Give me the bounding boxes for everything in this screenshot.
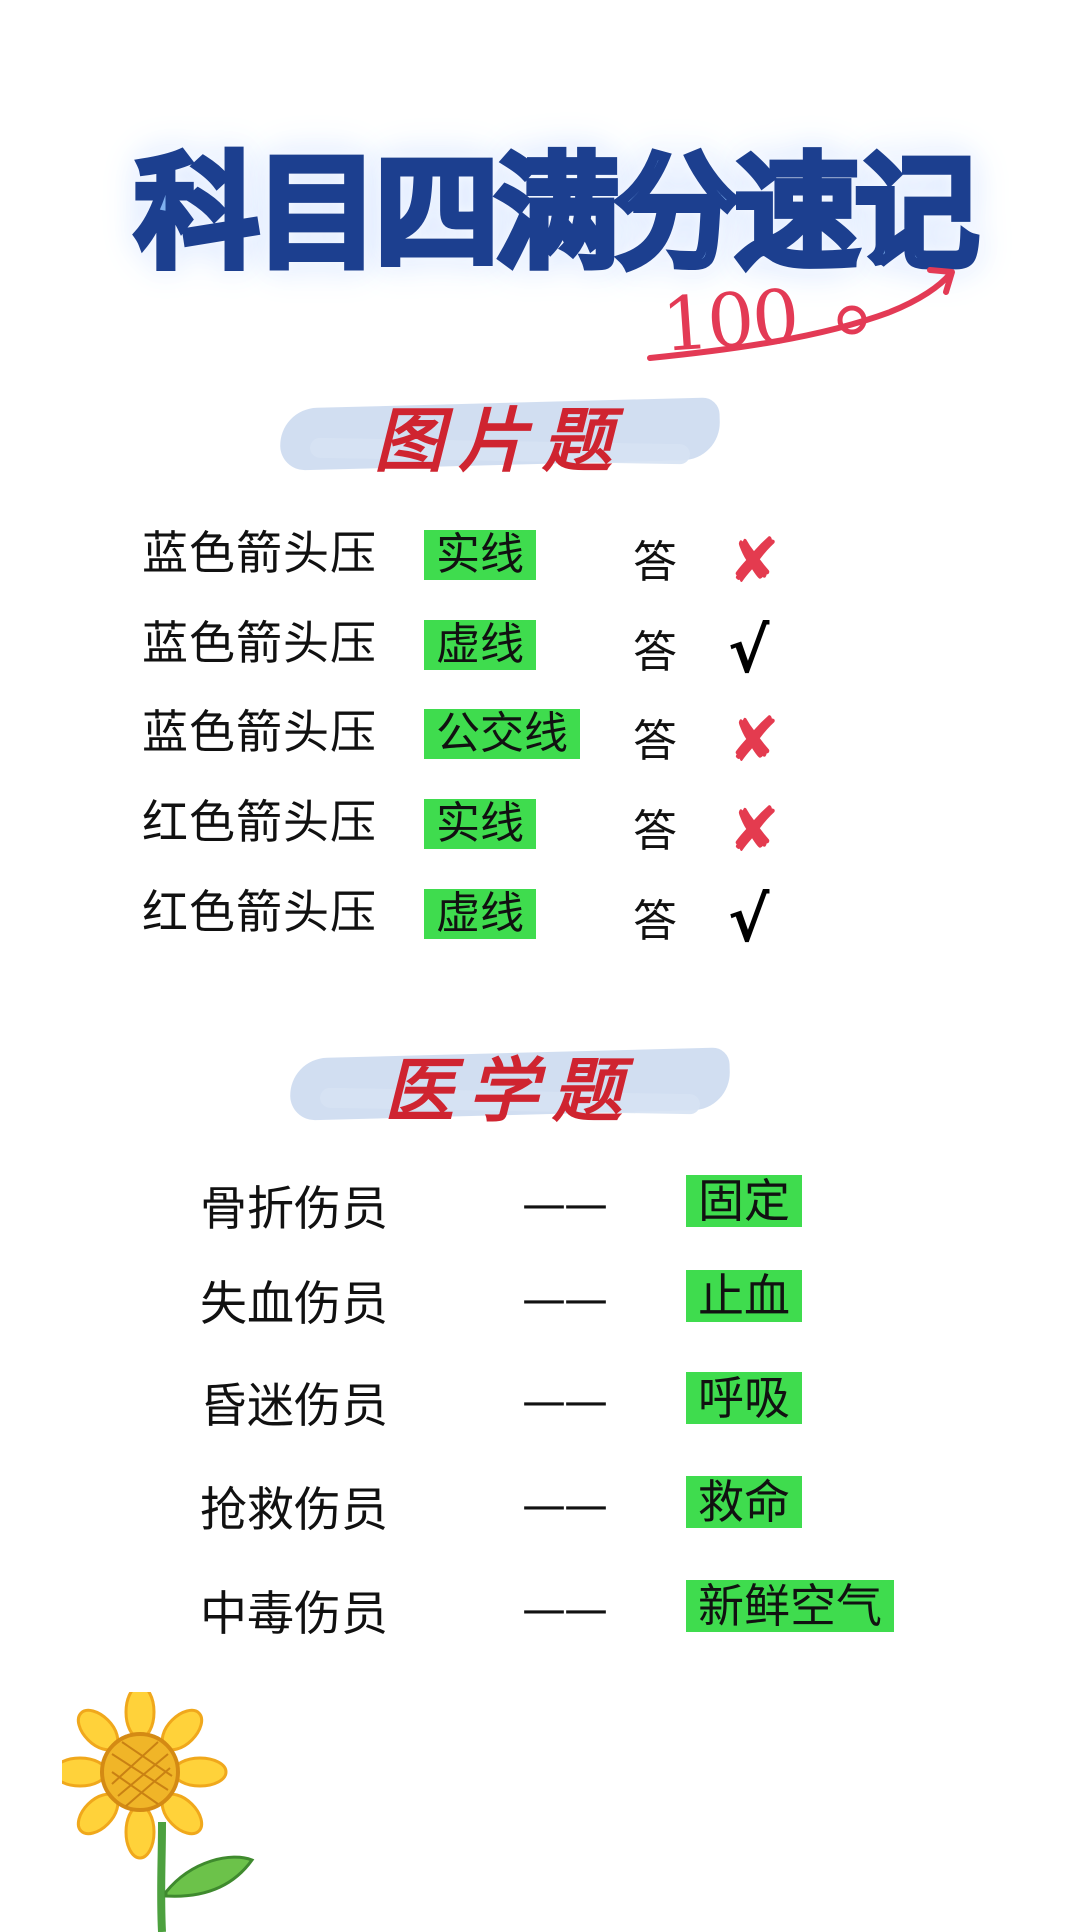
medical-question-row: 骨折伤员 —— 固定 xyxy=(0,1175,1080,1255)
picture-question-row: 蓝色箭头压 虚线 答 √ xyxy=(0,608,1080,688)
picture-question-row: 红色箭头压 实线 答 ✘ xyxy=(0,787,1080,867)
dash-separator: —— xyxy=(522,1480,608,1531)
dash-separator: —— xyxy=(522,1179,608,1230)
medical-question-row: 昏迷伤员 —— 呼吸 xyxy=(0,1372,1080,1452)
main-title: 科目四满分速记 xyxy=(132,139,982,289)
cross-mark-icon: ✘ xyxy=(728,793,780,866)
section-title: 医学题 xyxy=(384,1049,636,1132)
action-highlight: 新鲜空气 xyxy=(686,1580,894,1632)
score-underline-arrow-icon xyxy=(647,267,955,361)
check-mark-icon: √ xyxy=(728,614,770,687)
picture-section-heading: 图片题 xyxy=(279,385,721,482)
dash-separator: —— xyxy=(522,1376,608,1427)
case-label: 抢救伤员 xyxy=(200,1483,388,1538)
line-type-highlight: 虚线 xyxy=(424,889,536,939)
section-title: 图片题 xyxy=(374,399,626,482)
title-area: 科目四满分速记 100 xyxy=(0,60,1080,369)
line-type-highlight: 实线 xyxy=(424,530,536,580)
answer-label: 答 xyxy=(633,627,677,678)
medical-question-row: 中毒伤员 —— 新鲜空气 xyxy=(0,1580,1080,1660)
sunflower-icon xyxy=(62,1692,255,1932)
medical-section-heading: 医学题 xyxy=(289,1035,731,1132)
answer-label: 答 xyxy=(633,806,677,857)
case-label: 中毒伤员 xyxy=(200,1587,388,1642)
medical-question-row: 抢救伤员 —— 救命 xyxy=(0,1476,1080,1556)
picture-question-row: 蓝色箭头压 公交线 答 ✘ xyxy=(0,697,1080,777)
dash-separator: —— xyxy=(522,1584,608,1635)
row-subject: 蓝色箭头压 xyxy=(142,526,377,580)
action-highlight: 救命 xyxy=(686,1476,802,1528)
medical-question-row: 失血伤员 —— 止血 xyxy=(0,1270,1080,1350)
check-mark-icon: √ xyxy=(728,883,770,956)
row-subject: 红色箭头压 xyxy=(142,795,377,849)
case-label: 失血伤员 xyxy=(200,1277,388,1332)
line-type-highlight: 实线 xyxy=(424,799,536,849)
line-type-highlight: 公交线 xyxy=(424,709,580,759)
cross-mark-icon: ✘ xyxy=(728,703,780,776)
answer-label: 答 xyxy=(633,537,677,588)
row-subject: 蓝色箭头压 xyxy=(142,705,377,759)
action-highlight: 止血 xyxy=(686,1270,802,1322)
row-subject: 蓝色箭头压 xyxy=(142,616,377,670)
cross-mark-icon: ✘ xyxy=(728,524,780,597)
action-highlight: 呼吸 xyxy=(686,1372,802,1424)
case-label: 骨折伤员 xyxy=(200,1182,388,1237)
answer-label: 答 xyxy=(633,896,677,947)
case-label: 昏迷伤员 xyxy=(200,1379,388,1434)
picture-question-row: 蓝色箭头压 实线 答 ✘ xyxy=(0,518,1080,598)
picture-question-row: 红色箭头压 虚线 答 √ xyxy=(0,877,1080,957)
dash-separator: —— xyxy=(522,1274,608,1325)
score-100: 100 xyxy=(659,273,801,369)
answer-label: 答 xyxy=(633,716,677,767)
row-subject: 红色箭头压 xyxy=(142,885,377,939)
action-highlight: 固定 xyxy=(686,1175,802,1227)
line-type-highlight: 虚线 xyxy=(424,620,536,670)
